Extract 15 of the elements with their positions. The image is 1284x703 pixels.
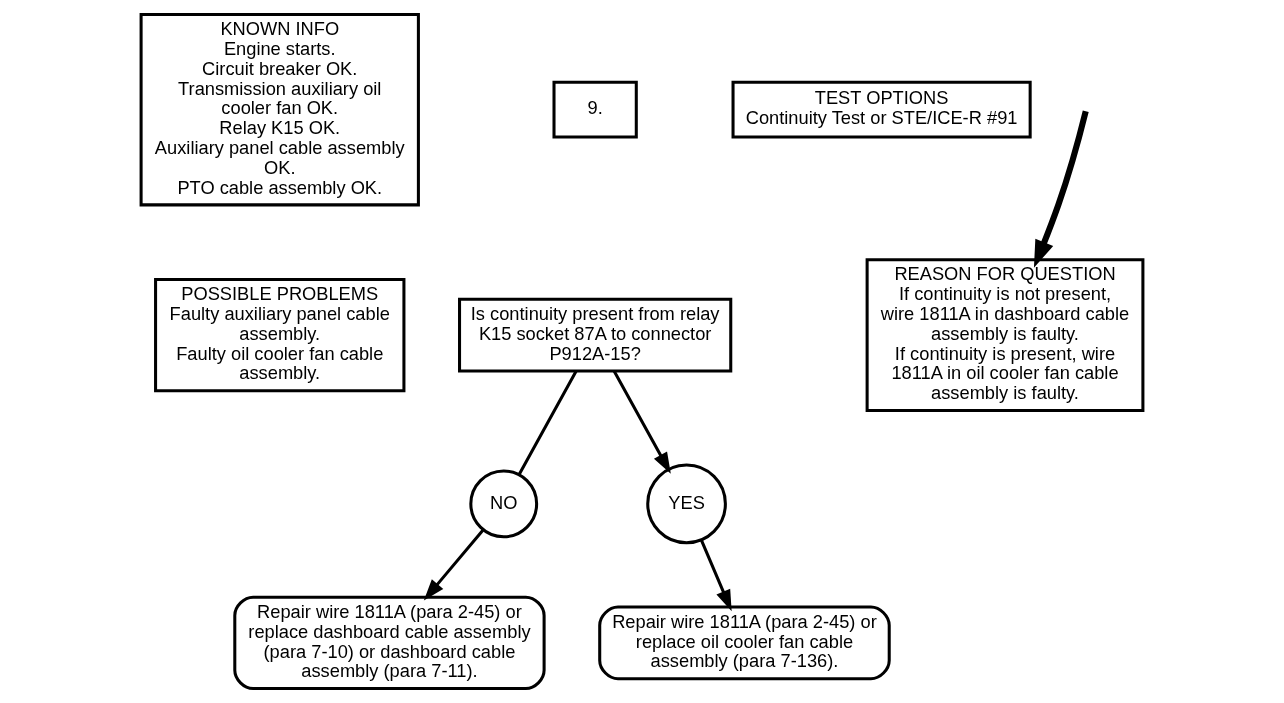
node-box: Is continuity present from relay K15 socket 87A to connector P912A-15? <box>458 297 733 373</box>
node-box: KNOWN INFO Engine starts. Circuit breaker OK. Transmission auxiliary oil cooler fan OK. Relay K15 OK. Auxiliary panel cable assembly OK. PTO cable assembly OK. <box>139 12 420 207</box>
arrow <box>612 370 671 474</box>
node-box: 9. <box>552 80 638 139</box>
node-box: Repair wire 1811A (para 2-45) or replace dashboard cable assembly (para 7-10) or dashboard cable assembly (para 7-11). <box>233 595 546 691</box>
connector <box>517 370 578 476</box>
node-circle: NO <box>469 469 539 539</box>
arrow <box>699 539 732 612</box>
arrow <box>1033 110 1089 268</box>
node-box: POSSIBLE PROBLEMS Faulty auxiliary panel cable assembly. Faulty oil cooler fan cable assembly. <box>154 278 406 393</box>
node-box: REASON FOR QUESTION If continuity is not present, wire 1811A in dashboard cable assembly is faulty. If continuity is present, wire 1811A in oil cooler fan cable assembly is faulty. <box>865 258 1145 413</box>
node-circle: YES <box>646 463 727 545</box>
node-box: Repair wire 1811A (para 2-45) or replace oil cooler fan cable assembly (para 7-136). <box>598 605 891 681</box>
node-box: TEST OPTIONS Continuity Test or STE/ICE-R #91 <box>731 80 1032 139</box>
arrow <box>423 528 485 601</box>
